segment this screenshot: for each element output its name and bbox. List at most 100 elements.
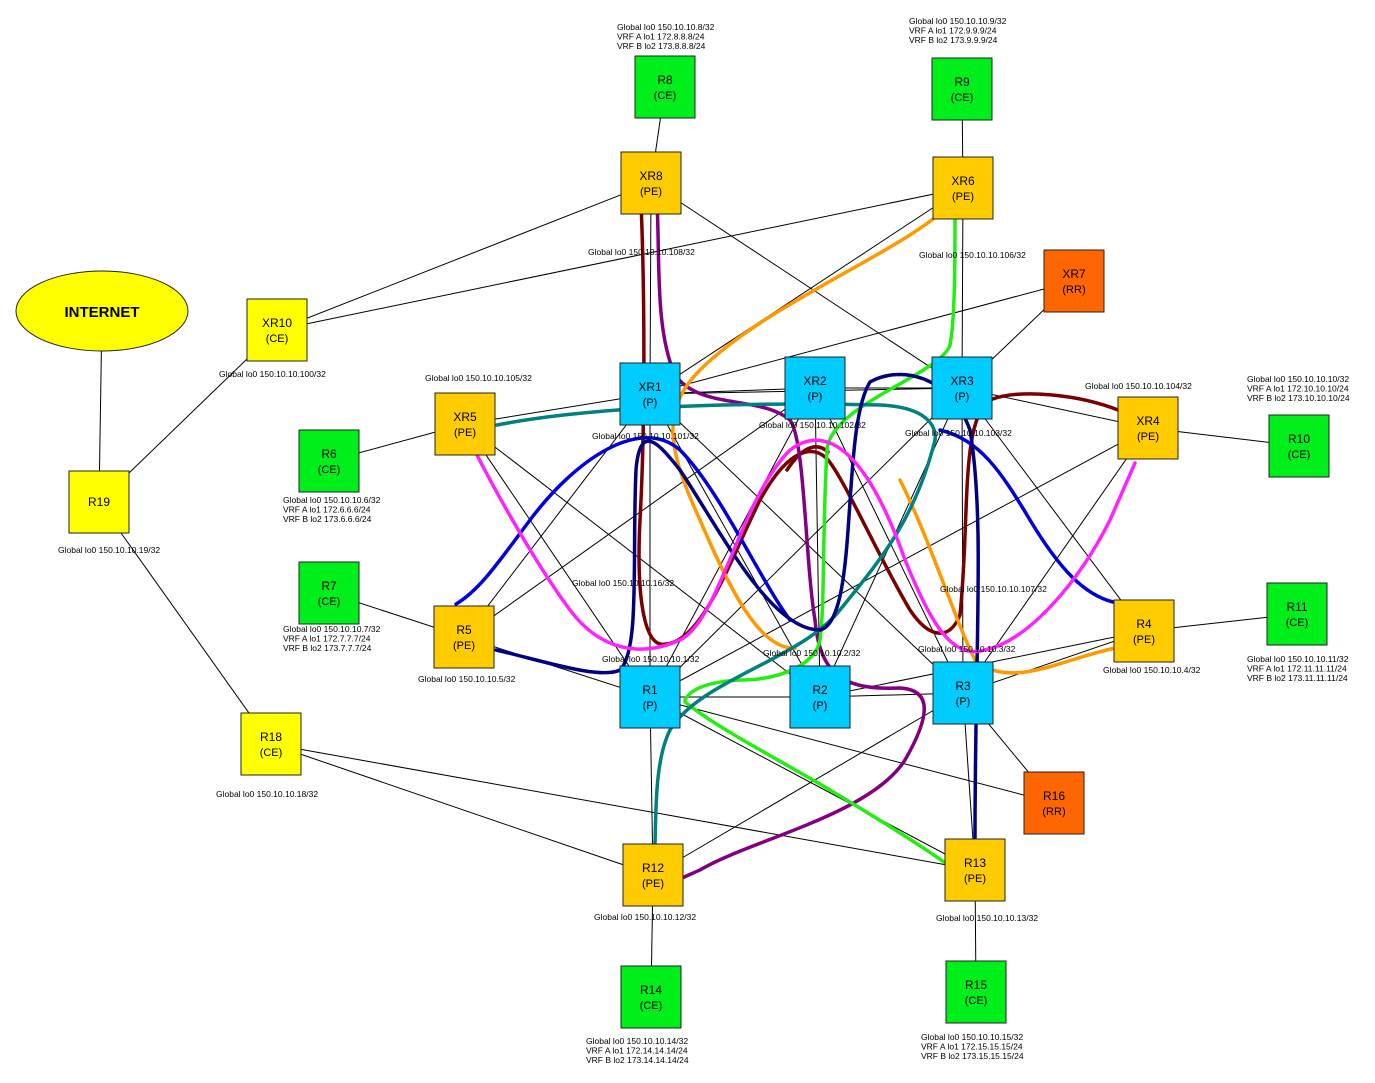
link-r3-r12 — [652, 692, 964, 876]
loopback-label-r8: VRF A lo1 172.8.8.8/24 — [617, 32, 705, 42]
router-role: (PE) — [1133, 634, 1155, 646]
router-node-r18[interactable]: R18 (CE) — [240, 712, 302, 776]
loopback-label-xr1: Global lo0 150.10.10.101/32 — [592, 431, 699, 441]
internet-ellipse — [15, 270, 189, 352]
lsp-path-curve — [678, 372, 981, 842]
router-node-xr7[interactable]: XR7(RR) — [1043, 249, 1105, 313]
loopback-label-xr4: Global lo0 150.10.10.104/32 — [1085, 381, 1192, 391]
router-node-r10[interactable]: R10(CE) — [1268, 414, 1330, 478]
link-xr5-xr1 — [464, 393, 651, 425]
router-name: R8 — [657, 73, 673, 87]
lsp-path-curve — [785, 445, 830, 472]
loopback-label-r15: Global lo0 150.10.10.15/32 — [921, 1032, 1023, 1042]
router-box — [246, 298, 308, 362]
loopback-label-xr6: Global lo0 150.10.10.106/32 — [919, 250, 1026, 260]
link-xr6-xr1 — [649, 187, 964, 395]
loopback-label-r13: Global lo0 150.10.10.13/32 — [936, 913, 1038, 923]
router-role: (RR) — [1042, 806, 1065, 818]
link-r4-xr3 — [961, 387, 1145, 632]
router-node-r1[interactable]: R1(P) — [619, 665, 681, 729]
loopback-label-r10: VRF A lo1 172.10.10.10/24 — [1247, 384, 1349, 394]
router-name: R18 — [260, 730, 282, 744]
loopback-label-r5: Global lo0 150.10.10.5/32 — [418, 674, 516, 684]
router-node-r3[interactable]: R3(P) — [932, 661, 994, 725]
router-name: XR4 — [1136, 414, 1160, 428]
router-box — [931, 57, 993, 121]
router-node-xr10[interactable]: XR10(CE) — [246, 298, 308, 362]
router-box — [634, 55, 696, 119]
router-role: (PE) — [642, 878, 664, 890]
router-node-r12[interactable]: R12 (PE) — [622, 843, 684, 907]
router-name: R14 — [640, 983, 662, 997]
router-name: XR2 — [803, 374, 827, 388]
router-box — [945, 960, 1007, 1024]
router-node-r13[interactable]: R13 (PE) — [944, 838, 1006, 902]
router-node-r2[interactable]: R2(P) — [789, 665, 851, 729]
link-xr10-xr8 — [276, 182, 652, 331]
router-role: (P) — [643, 397, 658, 409]
loopback-label-r10: VRF B lo2 173.10.10.10/24 — [1247, 393, 1350, 403]
loopback-label-r8: VRF B lo2 173.8.8.8/24 — [617, 41, 706, 51]
loopback-label-xr8: Global lo0 150.10.10.108/32 — [588, 247, 695, 257]
router-name: R10 — [1288, 432, 1310, 446]
lsp-path-curve — [683, 217, 957, 702]
loopback-label-r9: VRF B lo2 173.9.9.9/24 — [909, 35, 998, 45]
router-box — [619, 665, 681, 729]
link-r5-xr1 — [463, 393, 651, 638]
router-node-r19[interactable]: R19 — [68, 470, 130, 534]
loopback-label-r7: Global lo0 150.10.10.7/32 — [283, 624, 381, 634]
router-box — [434, 392, 496, 456]
router-node-xr4[interactable]: XR4(PE) — [1117, 396, 1179, 460]
router-node-xr1[interactable]: XR1(P) — [619, 362, 681, 426]
loopback-label-r11: VRF A lo1 172.11.11.11/24 — [1247, 664, 1347, 674]
link-xr5-r1 — [464, 423, 651, 698]
router-node-xr2[interactable]: XR2 (P) — [784, 356, 846, 420]
router-role: (CE) — [260, 747, 283, 759]
router-node-r9[interactable]: R9(CE) — [931, 57, 993, 121]
router-box — [1113, 599, 1175, 663]
router-role: (PE) — [640, 186, 662, 198]
router-node-r11[interactable]: R11(CE) — [1266, 582, 1328, 646]
link-xr2-r3 — [814, 387, 964, 694]
router-node-xr5[interactable]: XR5 (PE) — [434, 392, 496, 456]
router-name: R2 — [812, 683, 828, 697]
loopback-label-r6: VRF B lo2 173.6.6.6/24 — [283, 514, 372, 524]
router-node-r16[interactable]: R16 (RR) — [1023, 771, 1085, 835]
lsp-path-curves — [454, 200, 1137, 880]
lsp-path-curve — [898, 478, 1117, 675]
router-node-r8[interactable]: R8(CE) — [634, 55, 696, 119]
router-role: (RR) — [1062, 284, 1085, 296]
router-name: R3 — [955, 679, 971, 693]
router-role: (P) — [808, 391, 823, 403]
lsp-path-curve — [653, 438, 937, 847]
router-name: XR5 — [453, 410, 477, 424]
router-name: XR8 — [639, 169, 663, 183]
router-role: (P) — [955, 391, 970, 403]
router-name: R9 — [954, 75, 970, 89]
router-name: R12 — [642, 861, 664, 875]
router-box — [932, 661, 994, 725]
internet-cloud: INTERNET — [15, 270, 189, 352]
router-role: (PE) — [964, 873, 986, 885]
router-node-r5[interactable]: R5(PE) — [433, 605, 495, 669]
router-node-xr8[interactable]: XR8 (PE) — [620, 151, 682, 215]
router-node-xr3[interactable]: XR3(P) — [931, 356, 993, 420]
router-node-r6[interactable]: R6(CE) — [298, 429, 360, 493]
link-xr5-r2 — [464, 423, 821, 698]
router-node-r15[interactable]: R15(CE) — [945, 960, 1007, 1024]
router-nodes: R8(CE)R9(CE)XR8(PE)XR6(PE)XR7(RR)XR10(CE… — [68, 55, 1330, 1029]
router-role: (PE) — [454, 427, 476, 439]
router-node-r4[interactable]: R4(PE) — [1113, 599, 1175, 663]
router-node-r7[interactable]: R7(CE) — [298, 561, 360, 625]
router-role: (CE) — [965, 995, 988, 1007]
router-name: R16 — [1043, 789, 1065, 803]
router-name: R13 — [964, 856, 986, 870]
lsp-path-curve — [903, 461, 1137, 654]
link-r19-r18 — [98, 501, 272, 745]
loopback-label-r12: Global lo0 150.10.10.12/32 — [594, 912, 696, 922]
router-node-xr6[interactable]: XR6(PE) — [932, 156, 994, 220]
link-r1-r16 — [649, 696, 1055, 804]
router-node-r14[interactable]: R14(CE) — [620, 965, 682, 1029]
link-xr8-xr1 — [649, 182, 652, 395]
